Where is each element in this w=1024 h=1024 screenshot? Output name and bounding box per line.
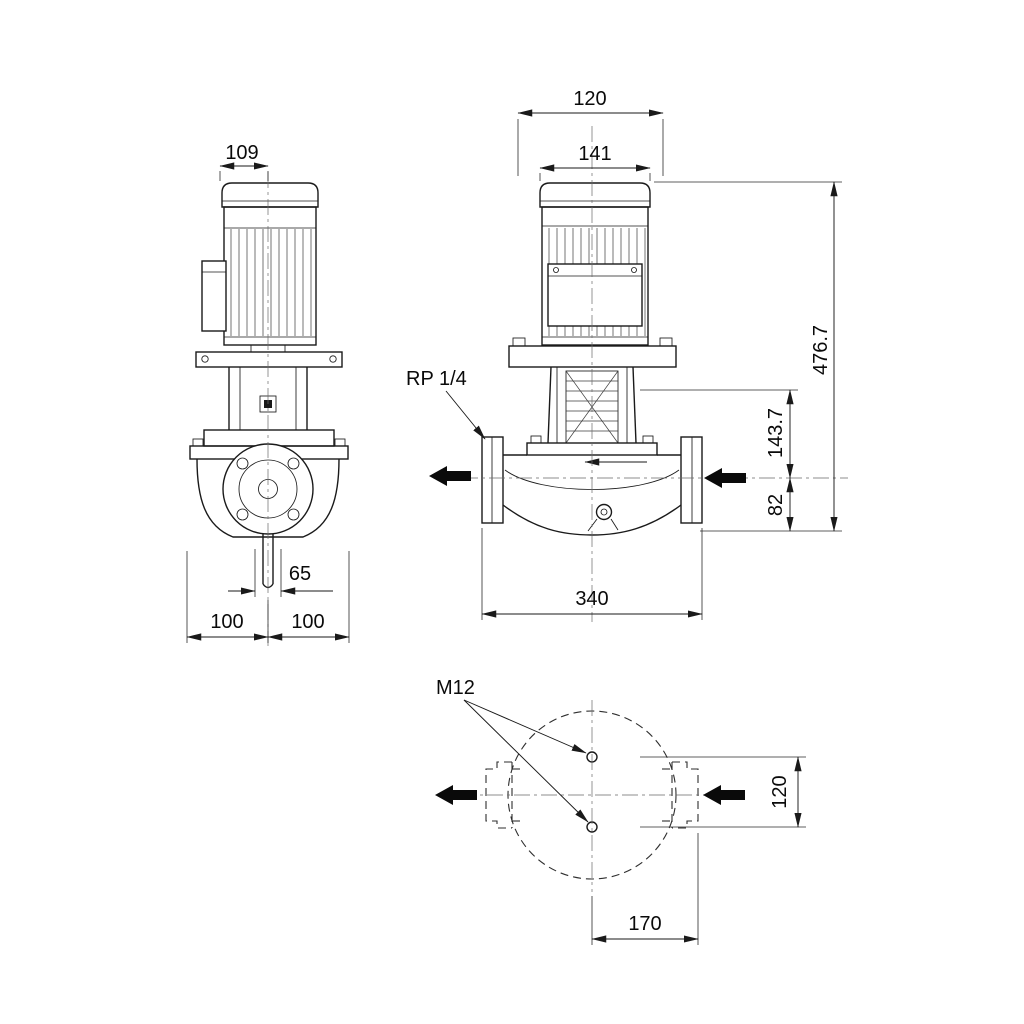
dim-label-143-7: 143.7 [765, 408, 787, 458]
drain-plug [595, 503, 613, 521]
dim-label-82: 82 [765, 494, 787, 516]
dim-label-65: 65 [289, 563, 311, 585]
front-motor-stool-flange [195, 351, 343, 368]
front-view [189, 182, 349, 589]
dim-side-top-width: 120 [517, 88, 664, 176]
dim-side-port-length: 340 [481, 528, 703, 620]
dim-label-340: 340 [575, 588, 608, 610]
side-port-flange-left [481, 436, 504, 524]
dim-label-100-left: 100 [210, 611, 243, 633]
dim-front-stub-width: 65 [228, 549, 333, 597]
front-motor-cap [221, 182, 319, 208]
side-view [481, 182, 703, 536]
dim-side-port-height: 82 [765, 477, 794, 532]
side-port-flange-right [680, 436, 703, 524]
flow-arrow-top-left [435, 785, 477, 805]
side-motor-body [541, 206, 649, 346]
dim-label-170: 170 [628, 913, 661, 935]
dim-label-120-top: 120 [573, 88, 606, 110]
tapping-label: RP 1/4 [406, 368, 467, 390]
front-flange-bolt-hole [236, 457, 249, 470]
side-terminal-box [547, 263, 643, 327]
dim-top-hole-offset: 170 [591, 833, 699, 945]
bolt-label: M12 [436, 677, 475, 699]
side-motor-cap [539, 182, 651, 208]
flow-arrow-top-right [703, 785, 745, 805]
dim-label-109: 109 [225, 142, 258, 164]
centerlines [267, 126, 848, 892]
flow-arrow-side-left [429, 466, 471, 486]
label-tapping: RP 1/4 [406, 368, 486, 440]
front-flange-bolt-hole [287, 457, 300, 470]
dim-side-total-height: 476.7 [654, 181, 842, 532]
side-motor-stool-plate [508, 345, 677, 368]
flow-arrows [429, 466, 746, 805]
dim-label-141: 141 [578, 143, 611, 165]
dim-side-motor-width: 141 [539, 143, 651, 181]
dim-side-mid-height: 143.7 [640, 389, 798, 479]
label-bolt: M12 [436, 677, 589, 823]
front-flange-bolt-hole [287, 508, 300, 521]
front-terminal-box [201, 260, 227, 332]
dim-top-hole-spacing: 120 [640, 756, 806, 828]
top-flange-left [485, 761, 512, 829]
dim-front-motor-width: 109 [219, 142, 269, 181]
dim-front-halves: 100 100 [186, 551, 350, 643]
flow-arrow-side-right [704, 468, 746, 488]
dim-label-120-bottom: 120 [769, 775, 791, 808]
dim-label-100-right: 100 [291, 611, 324, 633]
front-flange-bolt-hole [236, 508, 249, 521]
dim-label-476-7: 476.7 [810, 325, 832, 375]
front-motor-fins [230, 229, 312, 336]
